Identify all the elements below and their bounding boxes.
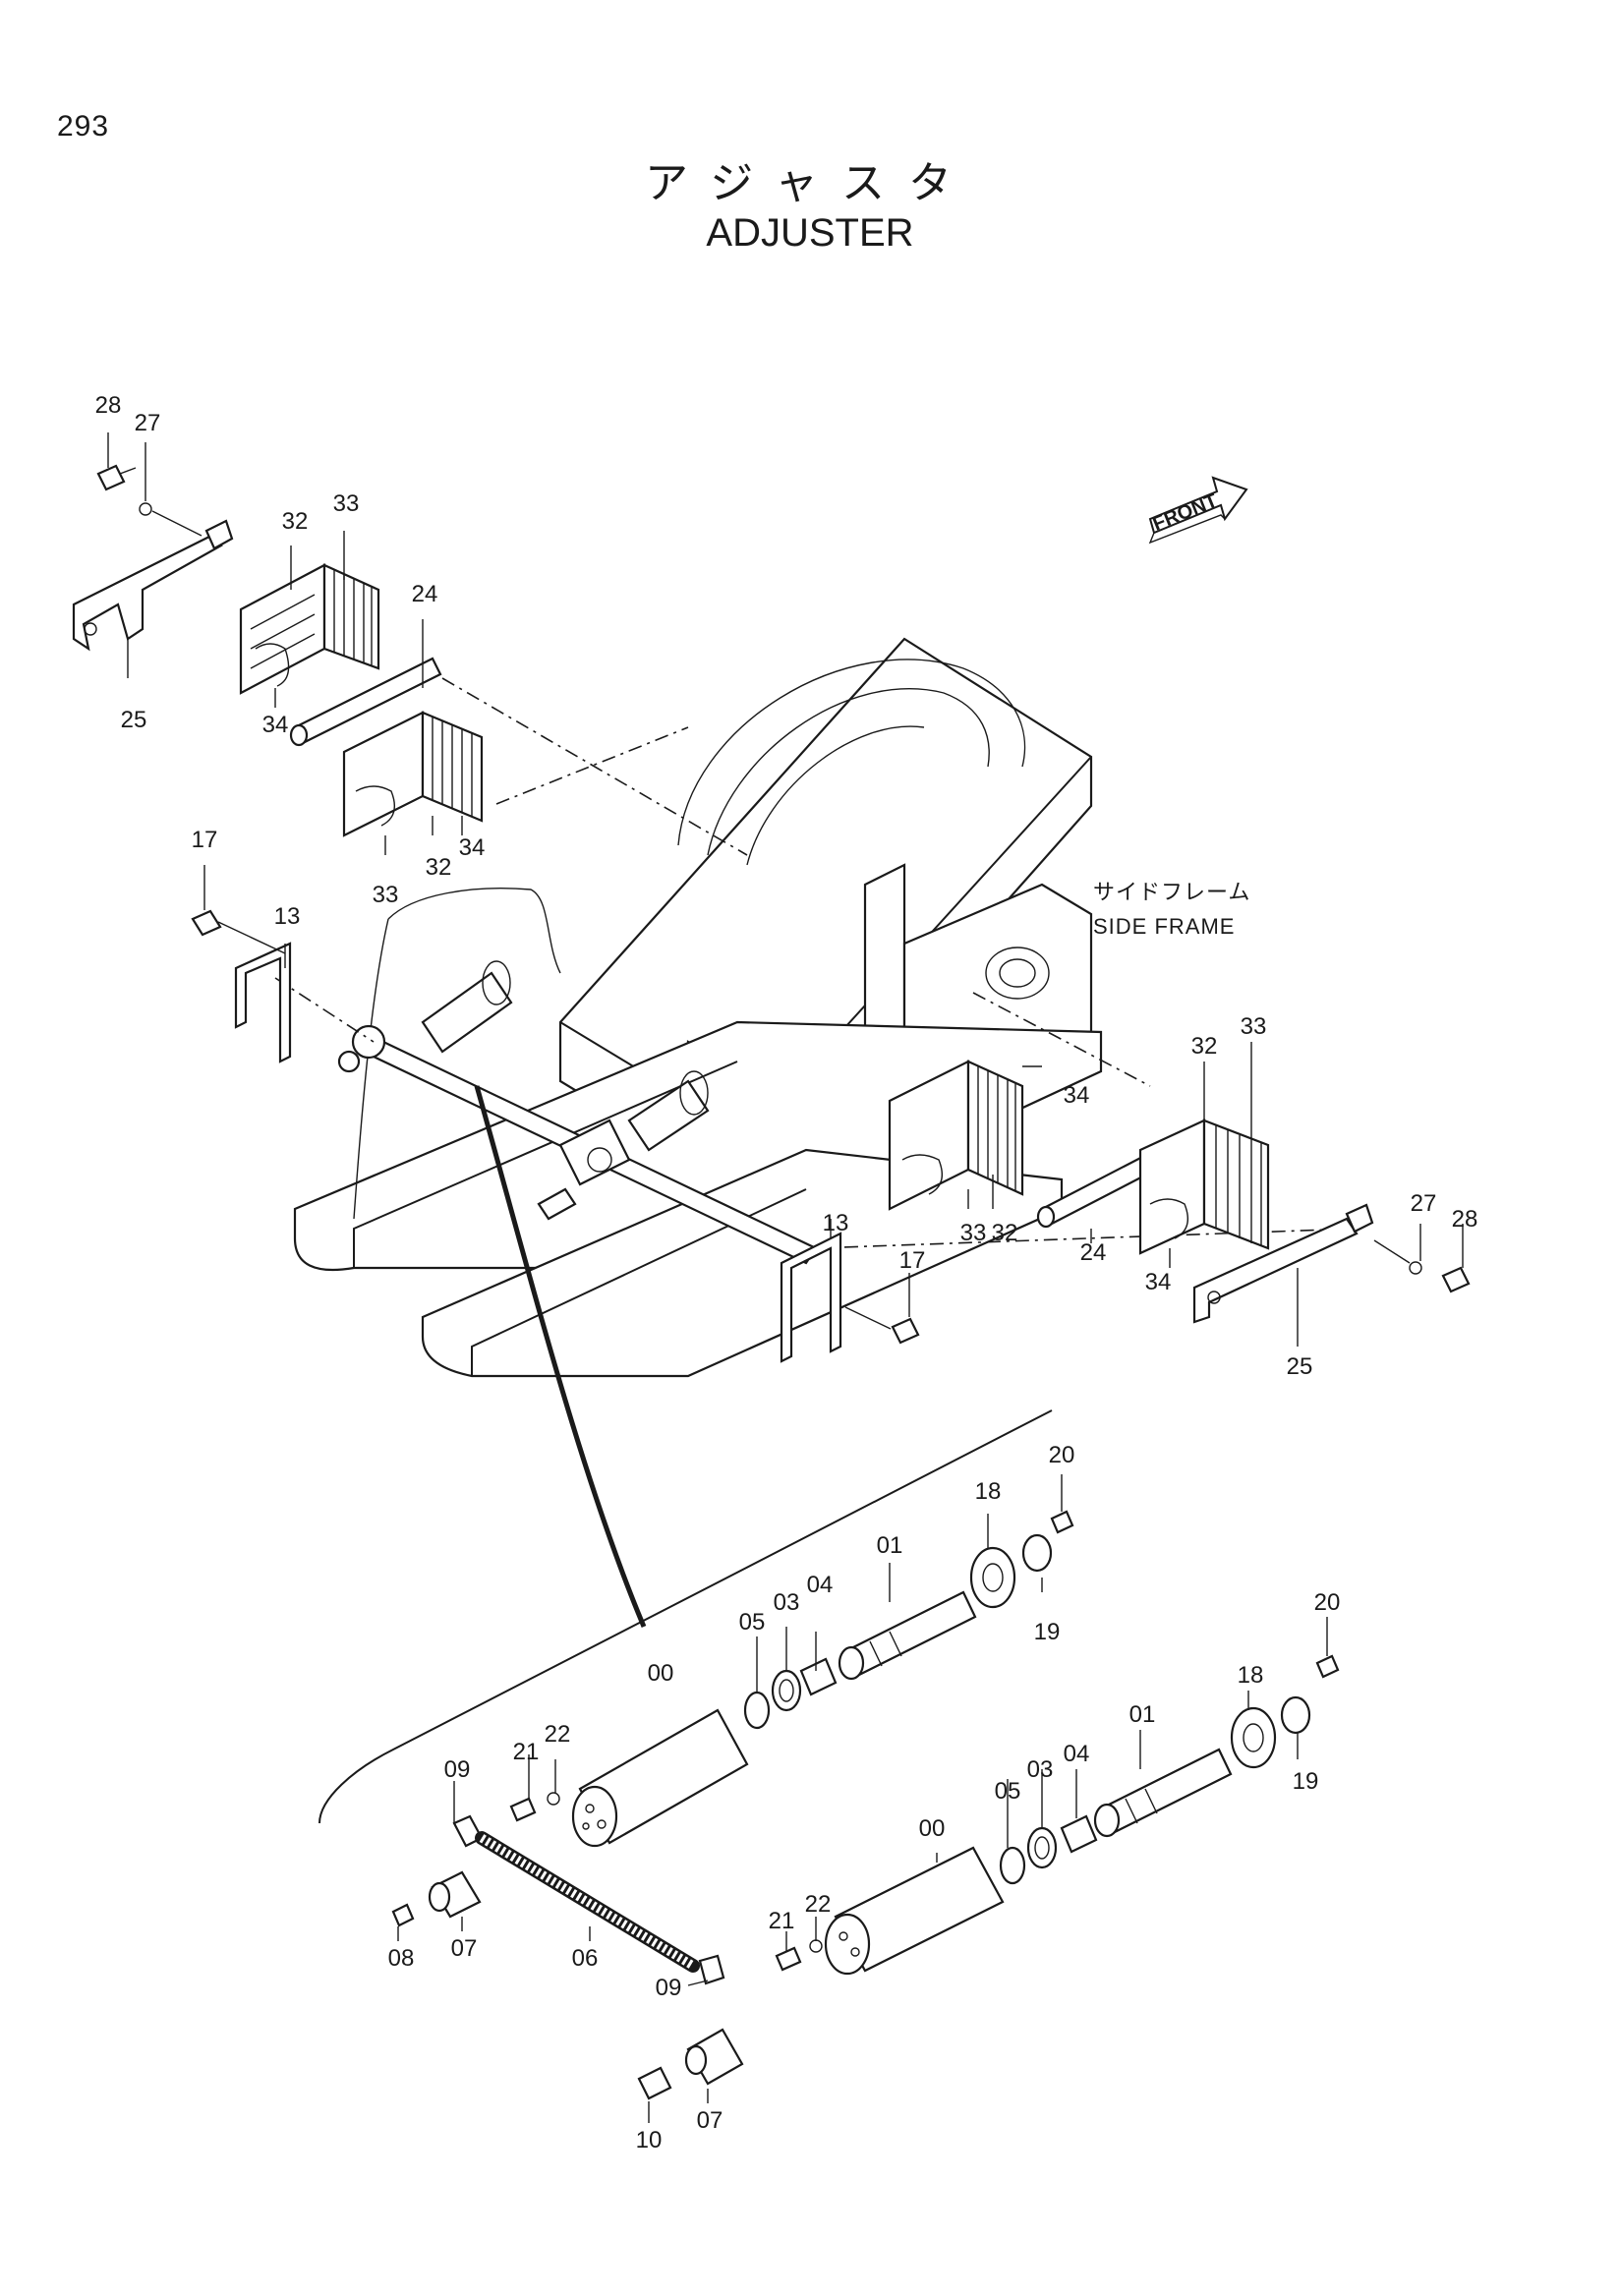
callout-13: 13 bbox=[274, 903, 301, 930]
callout-13: 13 bbox=[823, 1210, 849, 1236]
callout-09: 09 bbox=[656, 1975, 682, 2001]
callout-06: 06 bbox=[572, 1945, 599, 1972]
upper-left-shims bbox=[72, 464, 484, 1063]
callout-28: 28 bbox=[95, 392, 122, 419]
callout-27: 27 bbox=[1411, 1190, 1437, 1217]
callout-17: 17 bbox=[899, 1247, 926, 1274]
page-title: ADJUSTER bbox=[706, 211, 914, 255]
callout-04: 04 bbox=[807, 1572, 834, 1598]
callout-00: 00 bbox=[919, 1815, 946, 1842]
callout-33: 33 bbox=[960, 1220, 987, 1246]
lower-adjuster-exploded bbox=[637, 1654, 1340, 2100]
callout-34: 34 bbox=[459, 834, 486, 861]
callout-18: 18 bbox=[975, 1478, 1002, 1505]
callout-32: 32 bbox=[992, 1220, 1018, 1246]
callout-22: 22 bbox=[545, 1721, 571, 1748]
callout-33: 33 bbox=[1241, 1013, 1267, 1040]
callout-03: 03 bbox=[774, 1589, 800, 1616]
leader-lines bbox=[107, 432, 1464, 2123]
callout-21: 21 bbox=[769, 1908, 795, 1934]
callout-05: 05 bbox=[739, 1609, 766, 1636]
callout-32: 32 bbox=[282, 508, 309, 535]
callout-01: 01 bbox=[877, 1532, 903, 1559]
upper-adjuster-exploded bbox=[391, 1510, 1074, 1985]
detail-border bbox=[318, 1085, 1053, 1824]
side-frame-label: SIDE FRAME bbox=[1093, 914, 1235, 939]
lower-right-shims bbox=[780, 1060, 1471, 1363]
callout-04: 04 bbox=[1064, 1741, 1090, 1767]
side-frame-drawing bbox=[293, 637, 1103, 1378]
callout-32: 32 bbox=[1191, 1033, 1218, 1060]
callout-34: 34 bbox=[1145, 1269, 1172, 1295]
callout-24: 24 bbox=[412, 581, 438, 607]
callout-00: 00 bbox=[648, 1660, 674, 1687]
page-title-japanese: アジャスタ bbox=[644, 158, 976, 208]
side-frame-label-japanese: サイドフレーム bbox=[1093, 880, 1250, 904]
callout-21: 21 bbox=[513, 1739, 540, 1765]
callout-19: 19 bbox=[1293, 1768, 1319, 1795]
callout-05: 05 bbox=[995, 1778, 1021, 1805]
callout-28: 28 bbox=[1452, 1206, 1478, 1233]
callout-24: 24 bbox=[1080, 1239, 1107, 1266]
callout-03: 03 bbox=[1027, 1756, 1054, 1783]
callout-labels: 28 27 32 33 24 25 34 34 32 33 17 13 34 3… bbox=[95, 392, 1478, 2153]
callout-18: 18 bbox=[1238, 1662, 1264, 1689]
callout-08: 08 bbox=[388, 1945, 415, 1972]
callout-07: 07 bbox=[451, 1935, 478, 1962]
callout-34: 34 bbox=[262, 712, 289, 738]
callout-34: 34 bbox=[1064, 1082, 1090, 1109]
side-frame-annotation: サイドフレーム SIDE FRAME bbox=[1093, 880, 1250, 939]
callout-22: 22 bbox=[805, 1891, 832, 1918]
callout-32: 32 bbox=[426, 854, 452, 881]
callout-20: 20 bbox=[1314, 1589, 1341, 1616]
callout-25: 25 bbox=[121, 707, 147, 733]
page-number: 293 bbox=[57, 110, 110, 143]
callout-01: 01 bbox=[1129, 1701, 1156, 1728]
front-arrow-icon: FRONT bbox=[1148, 476, 1248, 545]
callout-17: 17 bbox=[192, 827, 218, 853]
callout-19: 19 bbox=[1034, 1619, 1061, 1645]
callout-07: 07 bbox=[697, 2107, 723, 2134]
callout-33: 33 bbox=[333, 490, 360, 517]
callout-25: 25 bbox=[1287, 1353, 1313, 1380]
adjuster-rod-drawing bbox=[337, 1024, 818, 1265]
callout-09: 09 bbox=[444, 1756, 471, 1783]
callout-10: 10 bbox=[636, 2127, 663, 2153]
callout-33: 33 bbox=[373, 882, 399, 908]
center-lines bbox=[274, 677, 1358, 1249]
callout-27: 27 bbox=[135, 410, 161, 436]
callout-20: 20 bbox=[1049, 1442, 1075, 1468]
